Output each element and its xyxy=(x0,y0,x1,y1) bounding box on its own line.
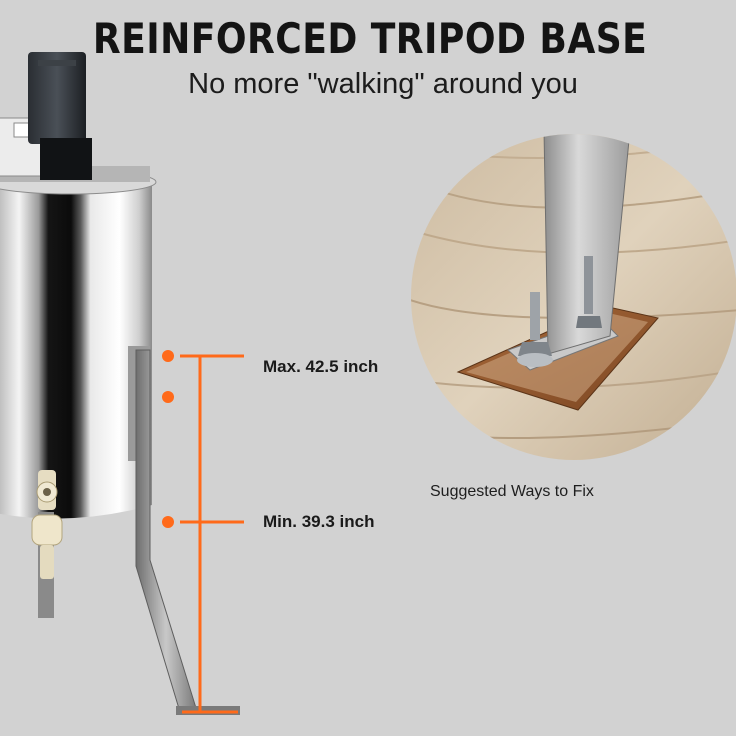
height-measurement xyxy=(162,350,244,714)
inset-caption: Suggested Ways to Fix xyxy=(430,483,594,500)
fixing-detail-inset xyxy=(411,134,736,460)
motor-icon xyxy=(28,52,92,180)
bolt-icon xyxy=(517,256,602,367)
tripod-leg-post xyxy=(543,134,631,355)
max-height-label: Max. 42.5 inch xyxy=(263,357,379,376)
min-height-label: Min. 39.3 inch xyxy=(263,512,375,531)
marker-dot-top xyxy=(162,350,174,362)
marker-dot-middle xyxy=(162,391,174,403)
page-title: REINFORCED TRIPOD BASE xyxy=(92,14,648,63)
extractor-drum xyxy=(0,52,240,715)
honey-gate-valve-icon xyxy=(31,470,63,579)
marker-dot-bottom xyxy=(162,516,174,528)
page-subtitle: No more "walking" around you xyxy=(188,68,578,100)
